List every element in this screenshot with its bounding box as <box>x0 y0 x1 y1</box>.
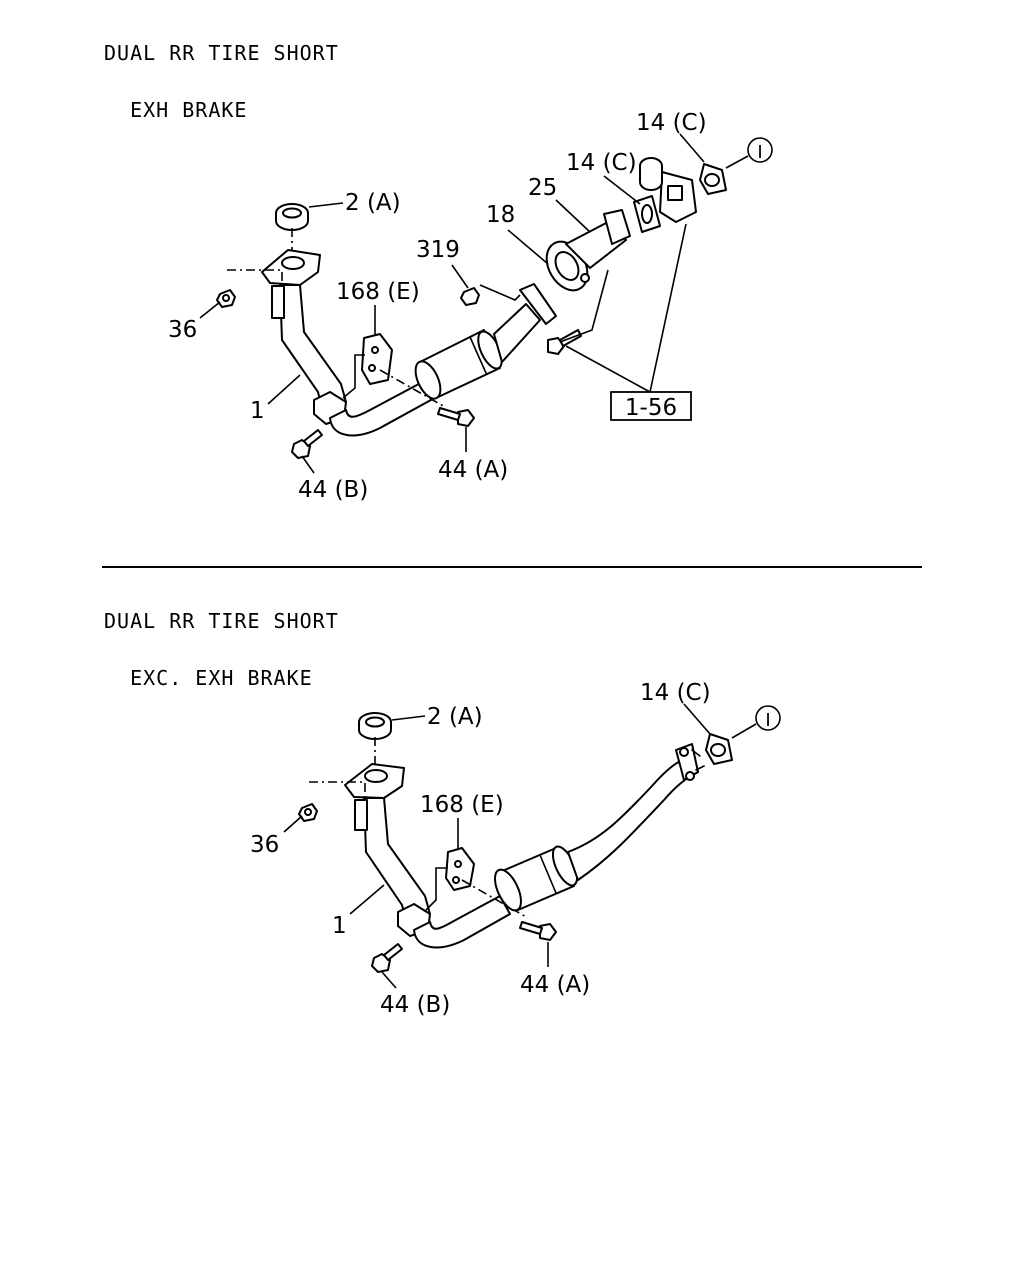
pipe-25-part <box>565 209 631 283</box>
section-1-heading-line1: DUAL RR TIRE SHORT <box>104 41 339 65</box>
reference-box-label: 1-56 <box>625 395 677 421</box>
bolt-44a-part <box>519 921 557 941</box>
centerline <box>461 879 529 919</box>
nut-319-part <box>460 287 480 306</box>
label-2a: 2 (A) <box>427 704 483 730</box>
circle-reference-icon <box>755 705 781 731</box>
leader-line <box>679 133 705 163</box>
leader-line <box>267 374 301 405</box>
leader-line <box>649 223 687 393</box>
leader-line <box>683 703 711 735</box>
exhaust-brake-valve-part <box>639 157 697 223</box>
catalytic-converter-part <box>414 303 541 400</box>
circle-reference-label: I <box>757 142 762 163</box>
leader-line <box>283 815 303 833</box>
bolt-44b-part <box>371 943 403 973</box>
gasket-14c-middle-part <box>633 195 661 233</box>
circle-reference-icon <box>747 137 773 163</box>
bolt-44b-part <box>291 429 323 459</box>
label-168e: 168 (E) <box>336 279 420 305</box>
front-pipe-1-part <box>344 763 511 949</box>
label-18: 18 <box>486 202 515 228</box>
label-1: 1 <box>332 913 347 939</box>
front-pipe-1-part <box>261 249 441 437</box>
leader-line <box>349 884 385 915</box>
label-1: 1 <box>250 398 265 424</box>
label-14c-right: 14 (C) <box>636 110 707 136</box>
nut-36-part <box>216 289 236 308</box>
leader-line <box>555 199 591 233</box>
label-2a: 2 (A) <box>345 190 401 216</box>
label-44a: 44 (A) <box>520 972 590 998</box>
leader-line <box>565 345 651 393</box>
leader-line <box>559 269 609 343</box>
section-1-heading-line2: EXH BRAKE <box>104 98 248 122</box>
section-1-heading: DUAL RR TIRE SHORT EXH BRAKE <box>104 6 339 158</box>
gasket-14c-right-part <box>699 163 727 195</box>
gasket-2a-part <box>358 712 392 740</box>
leader-line <box>391 715 426 721</box>
label-36: 36 <box>168 317 197 343</box>
leader-line <box>731 723 757 739</box>
section-1-assembly: I 1-56 2 (A) 36 168 (E) 1 44 (B) 44 (A) … <box>168 110 773 503</box>
leader-line <box>425 867 448 911</box>
reference-box <box>610 391 692 421</box>
exhaust-pipe-part <box>567 755 699 881</box>
catalytic-converter-part <box>494 845 579 912</box>
section-2-heading-line2: EXC. EXH BRAKE <box>104 666 313 690</box>
bolt-44a-part <box>437 407 475 427</box>
leader-line <box>301 455 315 474</box>
label-168e: 168 (E) <box>420 792 504 818</box>
centerline <box>379 369 446 408</box>
section-2-heading: DUAL RR TIRE SHORT EXC. EXH BRAKE <box>104 574 339 726</box>
gasket-2a-part <box>275 203 309 231</box>
label-44b: 44 (B) <box>380 992 450 1018</box>
leader-line <box>479 284 521 301</box>
flange-part <box>675 743 705 781</box>
bracket-168e-part <box>361 333 393 385</box>
label-14c-middle: 14 (C) <box>566 150 637 176</box>
leader-line <box>199 301 221 319</box>
section-2-assembly: I 2 (A) 36 168 (E) 1 44 (B) 44 (A) 14 (C… <box>250 680 781 1018</box>
leader-line <box>603 175 641 205</box>
leader-line <box>725 155 749 169</box>
leader-line <box>451 264 469 289</box>
leader-line <box>381 971 397 989</box>
leader-line <box>308 202 344 208</box>
circle-reference-label: I <box>765 710 770 731</box>
bracket-168e-part <box>445 847 475 891</box>
label-319: 319 <box>416 237 460 263</box>
leader-line <box>342 354 365 399</box>
nut-36-part <box>298 803 318 822</box>
leader-line <box>507 229 549 265</box>
label-36: 36 <box>250 832 279 858</box>
gasket-14c-part <box>705 733 733 765</box>
label-25: 25 <box>528 175 557 201</box>
label-14c: 14 (C) <box>640 680 711 706</box>
label-44b: 44 (B) <box>298 477 368 503</box>
section-2-heading-line1: DUAL RR TIRE SHORT <box>104 609 339 633</box>
bolt-exh-part <box>547 329 582 355</box>
label-44a: 44 (A) <box>438 457 508 483</box>
